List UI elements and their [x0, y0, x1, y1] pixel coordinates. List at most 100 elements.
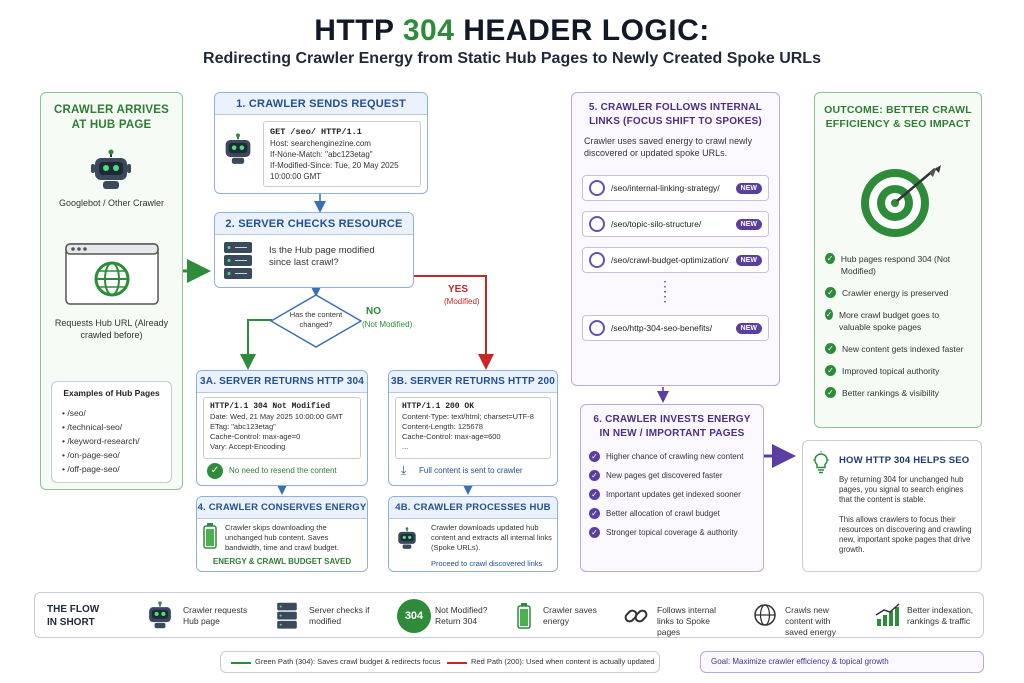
step5-text: Crawler uses saved energy to crawl newly… [584, 136, 753, 158]
battery-icon [517, 603, 531, 629]
step4-header: 4. CRAWLER CONSERVES ENERGY [197, 502, 367, 513]
goal-text: Goal: Maximize crawler efficiency & topi… [711, 657, 889, 666]
step2-header: 2. SERVER CHECKS RESOURCE [225, 217, 403, 230]
no-sub: (Not Modified) [362, 320, 413, 329]
step4-text: Crawler skips downloading the unchanged … [225, 523, 339, 552]
check-icon: ✓ [825, 343, 836, 354]
check-icon: ✓ [825, 387, 836, 398]
globe-icon [589, 180, 605, 196]
examples-title: Examples of Hub Pages [63, 388, 160, 398]
step1-header: 1. CRAWLER SENDS REQUEST [236, 97, 406, 110]
browser-globe-icon [65, 243, 159, 305]
globe-icon [589, 216, 605, 232]
page-subtitle: Redirecting Crawler Energy from Static H… [203, 50, 821, 67]
spoke-link-row[interactable]: /seo/internal-linking-strategy/ NEW [582, 175, 769, 201]
globe-icon [754, 604, 776, 626]
step4b-tag: Proceed to crawl discovered links [431, 559, 543, 568]
no-label: NO [366, 306, 381, 317]
spoke-link-row[interactable]: /seo/http-304-seo-benefits/ NEW [582, 315, 769, 341]
check-icon: ✓ [589, 470, 600, 481]
list-item: ✓More crawl budget goes to valuable spok… [825, 309, 940, 332]
step3a-panel: 3A. SERVER RETURNS HTTP 304 HTTP/1.1 304… [196, 370, 368, 486]
examples-list: • /seo/ • /technical-seo/ • /keyword-res… [62, 406, 140, 476]
step1-panel: 1. CRAWLER SENDS REQUEST GET /seo/ HTTP/… [214, 92, 428, 194]
step4-tag: ENERGY & CRAWL BUDGET SAVED [212, 557, 352, 566]
step5-panel: 5. CRAWLER FOLLOWS INTERNAL LINKS (FOCUS… [571, 92, 780, 386]
check-icon: ✓ [589, 508, 600, 519]
status-304-badge: 304 [397, 599, 431, 633]
step4-panel: 4. CRAWLER CONSERVES ENERGY Crawler skip… [196, 496, 368, 572]
check-icon: ✓ [825, 365, 836, 376]
request-label: Requests Hub URL (Already crawled before… [54, 318, 169, 340]
step2-panel: 2. SERVER CHECKS RESOURCE Is the Hub pag… [214, 212, 414, 288]
flow-step: Crawler saves energy [543, 605, 597, 626]
list-item: ✓Higher chance of crawling new content [589, 451, 757, 463]
red-line-swatch [447, 662, 467, 664]
check-icon: ✓ [825, 287, 836, 298]
robot-icon [149, 601, 171, 629]
step6-list: ✓Higher chance of crawling new content ✓… [589, 451, 757, 546]
ellipsis-dots: ⋮⋮ [658, 278, 672, 304]
step4b-header: 4B. CRAWLER PROCESSES HUB [395, 502, 551, 513]
list-item: ✓Stronger topical coverage & authority [589, 527, 757, 539]
check-icon: ✓ [589, 451, 600, 462]
flow-title: THE FLOW IN SHORT [47, 604, 100, 628]
list-item: ✓Improved topical authority [825, 365, 973, 377]
helps-p2: This allows crawlers to focus their reso… [839, 515, 972, 554]
legend-box: Green Path (304): Saves crawl budget & r… [220, 651, 660, 673]
flow-step: Server checks if modified [309, 605, 370, 626]
globe-icon [589, 252, 605, 268]
check-icon: ✓ [825, 309, 833, 320]
check-icon: ✓ [207, 463, 223, 479]
legend-green: Green Path (304): Saves crawl budget & r… [255, 657, 441, 666]
server-icon [224, 242, 252, 279]
list-item: ✓Crawler energy is preserved [825, 287, 973, 299]
list-item: ✓New content gets indexed faster [825, 343, 973, 355]
step3b-header: 3B. SERVER RETURNS HTTP 200 [391, 376, 555, 387]
step3b-note: Full content is sent to crawler [419, 466, 523, 475]
robot-icon [225, 133, 251, 164]
decision-diamond [270, 294, 362, 348]
list-item: ✓Better allocation of crawl budget [589, 508, 757, 520]
flow-step: Better indexation, rankings & traffic [907, 605, 974, 626]
new-badge: NEW [735, 322, 762, 334]
step3b-panel: 3B. SERVER RETURNS HTTP 200 HTTP/1.1 200… [388, 370, 558, 486]
arrive-panel: CRAWLER ARRIVES AT HUB PAGE Googlebot / … [40, 92, 183, 490]
decision-text: Has the content changed? [289, 310, 343, 329]
spoke-link-row[interactable]: /seo/crawl-budget-optimization/ NEW [582, 247, 769, 273]
step4b-text: Crawler downloads updated hub content an… [431, 523, 552, 552]
check-icon: ✓ [589, 527, 600, 538]
step3a-header: 3A. SERVER RETURNS HTTP 304 [200, 376, 364, 387]
list-item: ✓New pages get discovered faster [589, 470, 757, 482]
link-icon [624, 609, 648, 623]
flow-step: Follows internal links to Spoke pages [657, 605, 717, 637]
check-icon: ✓ [825, 253, 835, 264]
spoke-link-row[interactable]: /seo/topic-silo-structure/ NEW [582, 211, 769, 237]
target-icon [861, 165, 941, 237]
helps-panel: HOW HTTP 304 HELPS SEO By returning 304 … [802, 440, 982, 572]
step6-header: 6. CRAWLER INVESTS ENERGY IN NEW / IMPOR… [593, 414, 751, 439]
step6-panel: 6. CRAWLER INVESTS ENERGY IN NEW / IMPOR… [580, 404, 764, 572]
new-badge: NEW [735, 182, 762, 194]
yes-sub: (Modified) [444, 297, 480, 306]
step2-question: Is the Hub page modified since last craw… [269, 245, 375, 268]
robot-icon [398, 527, 416, 549]
yes-label: YES [448, 284, 469, 295]
page-title: HTTP 304 HEADER LOGIC: [314, 14, 710, 47]
robot-icon [91, 149, 131, 189]
growth-chart-icon [875, 603, 900, 626]
flow-step: Crawls new content with saved energy [785, 605, 837, 637]
helps-p1: By returning 304 for unchanged hub pages… [839, 475, 964, 504]
green-line-swatch [231, 662, 251, 664]
list-item: • /keyword-research/ [62, 436, 140, 446]
legend-red: Red Path (200): Used when content is act… [471, 657, 655, 666]
new-badge: NEW [735, 218, 762, 230]
request-code: GET /seo/ HTTP/1.1 Host: searchenginezin… [263, 121, 421, 187]
check-icon: ✓ [589, 489, 600, 500]
step5-header: 5. CRAWLER FOLLOWS INTERNAL LINKS (FOCUS… [588, 102, 763, 127]
list-item: • /seo/ [62, 408, 86, 418]
flow-step: Not Modified? Return 304 [435, 605, 488, 626]
list-item: • /off-page-seo/ [62, 464, 120, 474]
outcome-header: OUTCOME: BETTER CRAWL EFFICIENCY & SEO I… [824, 104, 972, 130]
hub-examples-box: Examples of Hub Pages • /seo/ • /technic… [51, 381, 172, 483]
